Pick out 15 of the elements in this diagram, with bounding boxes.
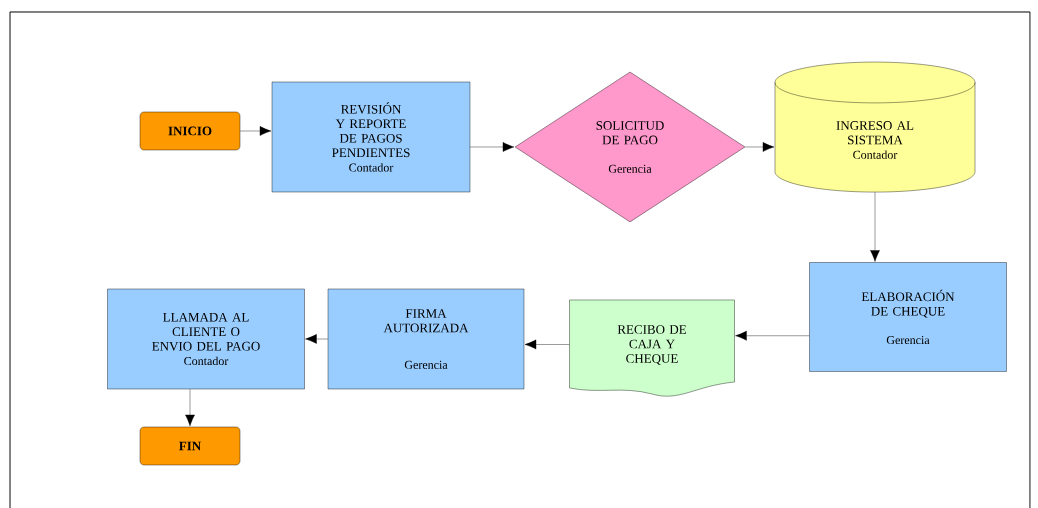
arrow: [185, 389, 195, 427]
arrow: [470, 142, 515, 152]
terminal-box: INICIO: [139, 111, 241, 151]
arrow: [870, 192, 880, 262]
arrow: [524, 339, 570, 350]
arrow: [305, 334, 328, 344]
arrow: [735, 330, 810, 341]
arrow: [745, 142, 775, 152]
terminal-box: FIN: [139, 426, 241, 466]
arrow: [240, 126, 272, 136]
database-cylinder: INGRESO AL SISTEMA Contador: [774, 61, 976, 193]
process-box: FIRMA AUTORIZADA Gerencia: [327, 288, 525, 390]
process-box: LLAMADA AL CLIENTE O ENVIO DEL PAGO Contador: [107, 288, 305, 390]
process-box: ELABORACIÓN DE CHEQUE Gerencia: [809, 262, 1007, 372]
process-box: REVISIÓN Y REPORTE DE PAGOS PENDIENTES Contador: [271, 81, 471, 193]
